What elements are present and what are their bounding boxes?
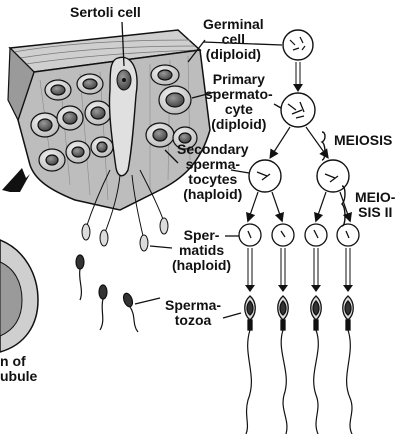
meiosis-label: MEIOSIS [334,133,392,148]
germinal-cell-label: Germinal cell (diploid) [203,17,264,62]
meiosis-ii-label: MEIO- SIS II [355,190,395,220]
tubule-cross-section [0,240,38,352]
spermatids-label: Sper- matids (haploid) [172,228,231,273]
secondary-spermatocytes-label: Secondary sperma- tocytes (haploid) [177,142,249,202]
meiosis-bracket [322,132,325,160]
primary-spermatocyte-label: Primary spermato- cyte (diploid) [205,72,273,132]
pointer-arrow-icon [2,168,30,192]
tubule-section-label: n of ubule [0,354,37,384]
spermatozoa-label: Sperma- tozoa [165,298,221,328]
sertoli-cell-label: Sertoli cell [70,5,141,20]
